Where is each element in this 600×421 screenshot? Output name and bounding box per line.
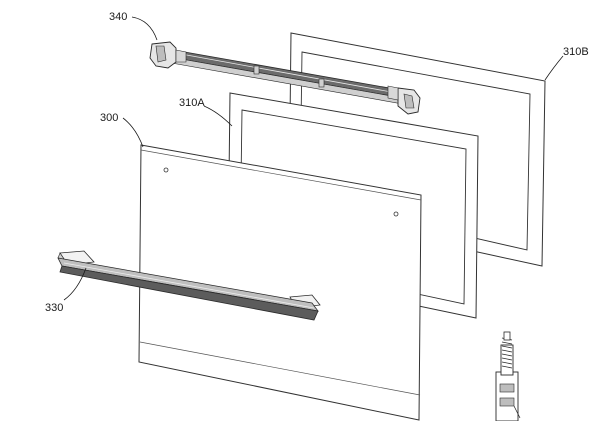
leader-330 — [63, 267, 87, 301]
label-340: 340 — [109, 11, 127, 23]
hinge — [495, 331, 521, 421]
label-300: 300 — [100, 112, 118, 124]
leader-300 — [122, 117, 144, 148]
leader-310b — [544, 55, 564, 81]
top-bracket — [149, 41, 421, 115]
label-310a: 310A — [179, 97, 205, 109]
leader-lines — [63, 16, 564, 301]
door-handle — [57, 250, 321, 321]
leader-310a — [203, 105, 233, 127]
label-310b: 310B — [563, 46, 589, 58]
leader-340 — [131, 16, 158, 41]
label-330: 330 — [45, 302, 63, 314]
outer-door-panel — [138, 144, 422, 421]
